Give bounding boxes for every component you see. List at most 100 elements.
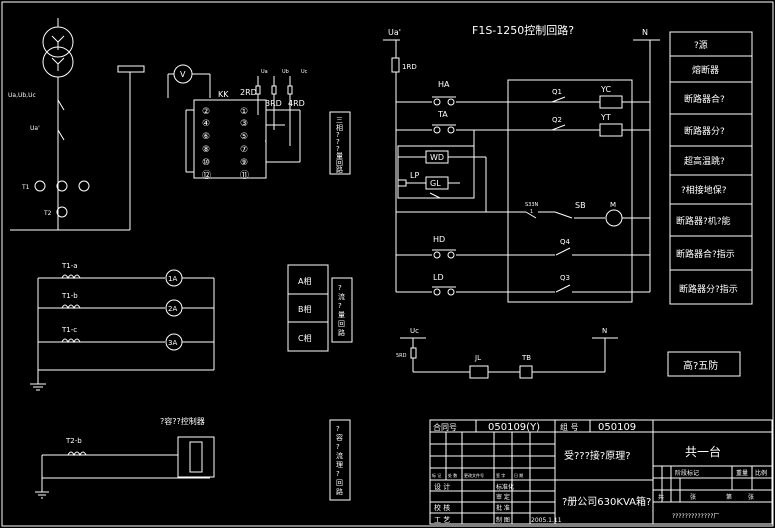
phase-b: B相 (298, 304, 312, 314)
kk-contact: ④ (202, 119, 210, 129)
tb-label: TB (521, 354, 531, 362)
date-value: 2005.1.11 (531, 517, 562, 524)
kk-contact: ⑪ (240, 170, 249, 181)
ua-prime-label: Ua' (30, 125, 40, 132)
control-title: F1S-1250控制回路? (472, 23, 574, 37)
transformer-symbol (10, 18, 145, 231)
kk-contacts-left: ② ④ ⑥ ⑧ ⑩ ⑫ (202, 107, 211, 181)
side-char: 路 (336, 165, 343, 174)
rd4-label: 4RD (288, 99, 305, 108)
col-sign: 签 字 (496, 472, 505, 478)
side-char: ? (338, 302, 342, 310)
side-char: ? (336, 131, 340, 139)
row-check: 校 核 (434, 503, 450, 512)
side-char: 回 (336, 159, 343, 167)
five-prevent-box (667, 351, 741, 377)
s33n-label: S33N (525, 202, 539, 208)
side-char: 回 (336, 479, 343, 487)
row-craft: 工 艺 (434, 516, 450, 524)
legend-item: 超高温跳? (684, 155, 725, 167)
total-units: 共一台 (685, 444, 721, 459)
t2b-label: T2-b (65, 437, 82, 445)
col-count: 处 数 (448, 472, 457, 478)
side-char: 三 (336, 116, 343, 124)
gl-label: GL (430, 179, 441, 188)
legend-item: 断路器?机?能 (676, 215, 731, 227)
contract-number: 050109(Y) (488, 422, 540, 433)
kk-contact: ⑩ (202, 158, 210, 168)
legend-item: 断路器分?指示 (679, 283, 738, 295)
kk-label: KK (218, 90, 229, 99)
rd2-label: 2RD (240, 88, 257, 97)
legend-item: ?源 (694, 40, 708, 51)
legend-item: ?相接地保? (681, 184, 727, 196)
company-name: ?????????????厂 (672, 513, 719, 520)
drawing-title: 受???接?原理? (564, 449, 631, 462)
uc-label: Uc (301, 69, 308, 75)
kk-contact: ⑧ (202, 145, 210, 155)
side-char: ? (336, 138, 340, 146)
legend-box (669, 31, 753, 305)
t1b-label: T1-b (61, 292, 78, 300)
row-design: 设 计 (434, 482, 450, 491)
ammeter-2a: 2A (168, 305, 177, 313)
yt-label: YT (600, 113, 611, 122)
contract-label: 合同号 (433, 422, 457, 432)
wd-label: WD (430, 153, 444, 162)
row-std: 标准化 (496, 483, 514, 491)
lower-control-circuit (400, 337, 618, 379)
t1c-label: T1-c (61, 326, 77, 334)
side-char: 量 (336, 152, 343, 160)
rd3-label: 3RD (265, 99, 282, 108)
side-char: 理 (336, 461, 343, 469)
title-block (429, 419, 773, 525)
legend-item: 断路器合? (684, 93, 725, 105)
row-review: 审 定 (496, 493, 510, 501)
kk-contact: ⑨ (240, 158, 248, 168)
weight-label: 重量 (736, 469, 748, 477)
kk-contact: ② (202, 107, 210, 117)
jl-label: JL (474, 354, 481, 362)
side-char: 量 (338, 311, 345, 319)
rd1-label: 1RD (402, 63, 417, 71)
side-char: 相 (336, 123, 343, 132)
kk-contact: ⑦ (240, 145, 248, 155)
control-circuit-wiring (383, 39, 660, 303)
t1-label: T1 (21, 184, 30, 191)
col-zone: 更改文件号 (464, 472, 484, 478)
side-char: 回 (338, 320, 345, 328)
group-label: 组 号 (560, 422, 579, 432)
sheet-total-unit: 张 (690, 493, 696, 501)
legend-item: 断路器合?指示 (676, 248, 735, 260)
control-n: N (642, 28, 648, 37)
current-measurement-circuit (30, 269, 215, 391)
side-char: ? (338, 284, 342, 292)
side-char: 容 (336, 433, 343, 442)
control-ua-prime: Ua' (388, 28, 401, 37)
ub-label: Ub (282, 69, 289, 75)
side-char: ? (336, 470, 340, 478)
phase-box (287, 264, 329, 352)
side-char: ? (336, 145, 340, 153)
side-char: ? (336, 425, 340, 433)
ha-label: HA (438, 80, 450, 89)
rd5-label: 5RD (396, 353, 407, 359)
q2-label: Q2 (552, 116, 562, 124)
sheet-label: 第 (726, 493, 732, 501)
row-draw: 制 图 (496, 516, 510, 524)
legend-item: 熔断器 (692, 64, 719, 76)
row-approve: 批 准 (496, 504, 510, 512)
t2-label: T2 (43, 210, 52, 217)
side-char: 路 (336, 487, 343, 496)
uabc-label: Ua,Ub,Uc (8, 92, 36, 99)
phase-a: A相 (298, 276, 311, 286)
kk-contact: ⑤ (240, 132, 248, 142)
product-name: ?册公司630KVA箱? (562, 495, 651, 508)
lower-n: N (602, 327, 607, 335)
col-date: 日 期 (514, 472, 523, 478)
ta-label: TA (437, 110, 448, 119)
kk-contacts-right: ① ③ ⑤ ⑦ ⑨ ⑪ (240, 107, 249, 181)
voltmeter-switch-circuit (167, 64, 301, 179)
lower-uc: Uc (410, 327, 419, 335)
stage-label: 阶段标记 (675, 469, 699, 477)
